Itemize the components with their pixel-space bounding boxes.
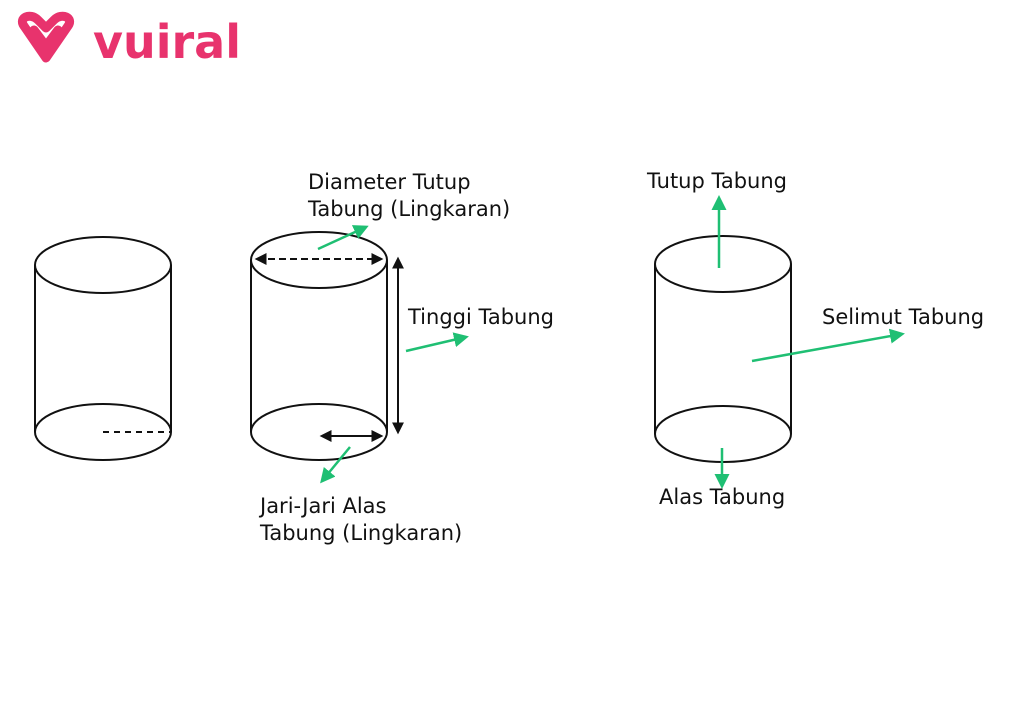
cylinder-parts-top xyxy=(654,235,792,293)
brand-name: vuiral xyxy=(93,15,241,69)
radius-pointer-arrow xyxy=(320,446,351,484)
side-label: Selimut Tabung xyxy=(822,305,984,329)
cylinder-dimensions-base xyxy=(250,403,388,461)
radius-label-line1: Jari-Jari Alas xyxy=(258,494,387,518)
brand-logo: vuiral xyxy=(18,11,241,69)
heart-v-logo-icon xyxy=(18,11,74,63)
height-label: Tinggi Tabung xyxy=(407,305,554,329)
top-label: Tutup Tabung xyxy=(646,169,787,193)
height-pointer-arrow xyxy=(405,332,469,353)
side-pointer-arrow xyxy=(751,328,905,363)
base-label: Alas Tabung xyxy=(659,485,785,509)
cylinder-dimensions: Diameter Tutup Tabung (Lingkaran) Tinggi… xyxy=(250,170,554,545)
cylinder-plain-top xyxy=(34,236,172,294)
diameter-pointer-arrow xyxy=(317,225,369,251)
diameter-label-line2: Tabung (Lingkaran) xyxy=(307,197,510,221)
radius-label-line2: Tabung (Lingkaran) xyxy=(259,521,462,545)
diameter-label-line1: Diameter Tutup xyxy=(308,170,471,194)
cylinder-parts: Tutup Tabung Selimut Tabung Alas Tabung xyxy=(646,169,984,509)
cylinder-plain xyxy=(34,236,172,461)
